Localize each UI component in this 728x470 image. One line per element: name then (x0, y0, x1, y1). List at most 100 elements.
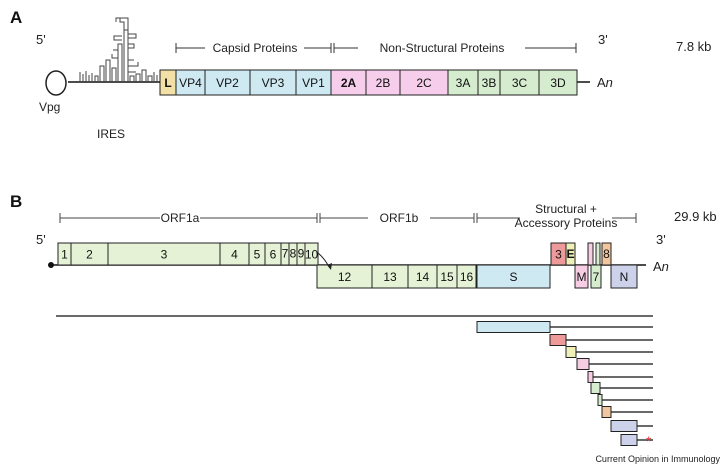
panel-b-poly-a: A (653, 259, 662, 274)
five-prime-cap-icon (48, 262, 54, 268)
orf1a-nsp-3-label: 3 (161, 247, 168, 261)
structural-s-box (476, 264, 551, 289)
panel-a-segment-3d-box (538, 69, 578, 96)
panel-a-poly-a-tail: An (597, 75, 613, 90)
capsid-bracket (175, 43, 332, 53)
structural-orf3-label: 3 (555, 248, 562, 262)
panel-a-five-prime: 5' (36, 32, 46, 47)
nonstructural-bracket (333, 43, 577, 53)
structural-s: S (476, 264, 551, 289)
structural-bracket (476, 213, 637, 223)
subgenomic-rna-9 (610, 420, 653, 432)
subgenomic-orf-box (587, 371, 594, 383)
orf1a-nsp-10-box (304, 242, 319, 266)
panel-a-segment-vp3-box (249, 69, 297, 96)
structural-orf8-label: 8 (603, 247, 610, 261)
panel-b-three-prime: 3' (656, 232, 666, 247)
panel-a-segment-2a-box (330, 69, 367, 96)
panel-a-segment-2b: 2B (365, 69, 401, 96)
subgenomic-rna-3 (565, 346, 653, 358)
orf1b-nsp-12-label: 12 (338, 270, 352, 284)
orf1a-nsp-2: 2 (70, 242, 109, 266)
structural-n-box (610, 264, 638, 289)
panel-a-segment-3b-label: 3B (482, 76, 497, 90)
subgenomic-orf-box (590, 382, 601, 394)
svg-text:An: An (597, 75, 613, 90)
panel-a-three-prime: 3' (598, 32, 608, 47)
svg-text:An: An (653, 259, 669, 274)
structural-e: E (565, 242, 576, 266)
panel-a-segment-3a-label: 3A (456, 76, 471, 90)
panel-a-segment-vp3-label: VP3 (262, 76, 285, 90)
subgenomic-orf-box (620, 434, 638, 446)
structural-n: N (610, 264, 638, 289)
orf1a-nsp-5-label: 5 (254, 247, 261, 261)
orf1a-nsp-9-label: 9 (298, 247, 305, 261)
panel-b-five-prime: 5' (36, 232, 46, 247)
orf1a-nsp-6-label: 6 (270, 247, 277, 261)
orf1a-nsp-9: 9 (296, 242, 306, 266)
panel-a-segment-2c: 2C (399, 69, 449, 96)
orf1a-bracket-label: ORF1a (161, 211, 200, 225)
orf1b-nsp-13-label: 13 (383, 270, 397, 284)
subgenomic-orf-box (610, 420, 638, 432)
structural-bracket-label-line1: Structural + (535, 202, 597, 216)
subgenomic-rna-7 (597, 394, 653, 406)
panel-a-poly-a: A (597, 75, 606, 90)
subgenomic-orf-box (601, 406, 612, 418)
subgenomic-rna-10 (620, 434, 653, 446)
panel-a-segment-vp4-label: VP4 (179, 76, 202, 90)
panel-b-poly-a-tail: An (653, 259, 669, 274)
structural-orf3: 3 (550, 242, 567, 266)
orf1b-nsp-14: 14 (407, 264, 438, 289)
structural-e-box (565, 242, 576, 266)
vpg-icon (45, 70, 67, 96)
panel-a-segment-3c: 3C (499, 69, 540, 96)
orf1a-nsp-4-label: 4 (231, 247, 238, 261)
orf1b-bracket (319, 213, 475, 223)
structural-m-box (574, 264, 589, 289)
panel-a-label: A (10, 8, 22, 27)
panel-a-segment-2b-label: 2B (376, 76, 391, 90)
ires-structure-icon (79, 17, 158, 82)
panel-a-segment-3d-label: 3D (550, 76, 566, 90)
panel-a-segment-vp4-box (175, 69, 206, 96)
ires-label: IRES (97, 127, 125, 141)
subgenomic-rna-1 (476, 321, 653, 333)
panel-a-segment-vp3: VP3 (249, 69, 297, 96)
subgenomic-rna-6 (590, 382, 653, 394)
orf1a-nsp-1-label: 1 (61, 247, 68, 261)
structural-orf7b-box (595, 242, 601, 266)
nonstructural-bracket-label: Non-Structural Proteins (380, 41, 505, 55)
subgenomic-rna-2 (549, 334, 653, 346)
structural-orf8-box (601, 242, 612, 266)
structural-n-label: N (620, 270, 629, 284)
structural-e-label: E (566, 247, 574, 261)
orf1b-nsp-14-label: 14 (416, 270, 430, 284)
panel-a-genome-size: 7.8 kb (676, 39, 711, 54)
panel-a-segment-vp1-label: VP1 (302, 76, 325, 90)
orf1a-nsp-10: 10 (304, 242, 319, 266)
panel-a-segment-2c-box (399, 69, 449, 96)
panel-b-genome-size: 29.9 kb (674, 209, 717, 224)
subgenomic-rna-8 (601, 406, 653, 418)
orf1b-nsp-13: 13 (371, 264, 409, 289)
orf1a-nsp-7: 7 (280, 242, 290, 266)
panel-a-segment-vp1-box (295, 69, 332, 96)
subgenomic-orf-box (597, 394, 603, 406)
panel-a-segment-vp1: VP1 (295, 69, 332, 96)
orf1a-nsp-2-label: 2 (86, 247, 93, 261)
panel-a-segment-3d: 3D (538, 69, 578, 96)
orf1a-bracket (59, 213, 318, 223)
structural-m: M (574, 264, 589, 289)
panel-a-segment-3a: 3A (447, 69, 479, 96)
panel-a-segment-vp4: VP4 (175, 69, 206, 96)
frameshift-arrowhead-icon (327, 263, 332, 270)
panel-a-segment-2c-label: 2C (416, 76, 432, 90)
orf1a-nsp-5: 5 (248, 242, 266, 266)
panel-b-poly-a-n: n (662, 259, 669, 274)
structural-orf7-label: 7 (593, 270, 600, 284)
capsid-bracket-label: Capsid Proteins (213, 41, 298, 55)
orf1b-nsp-16-box (456, 264, 477, 289)
